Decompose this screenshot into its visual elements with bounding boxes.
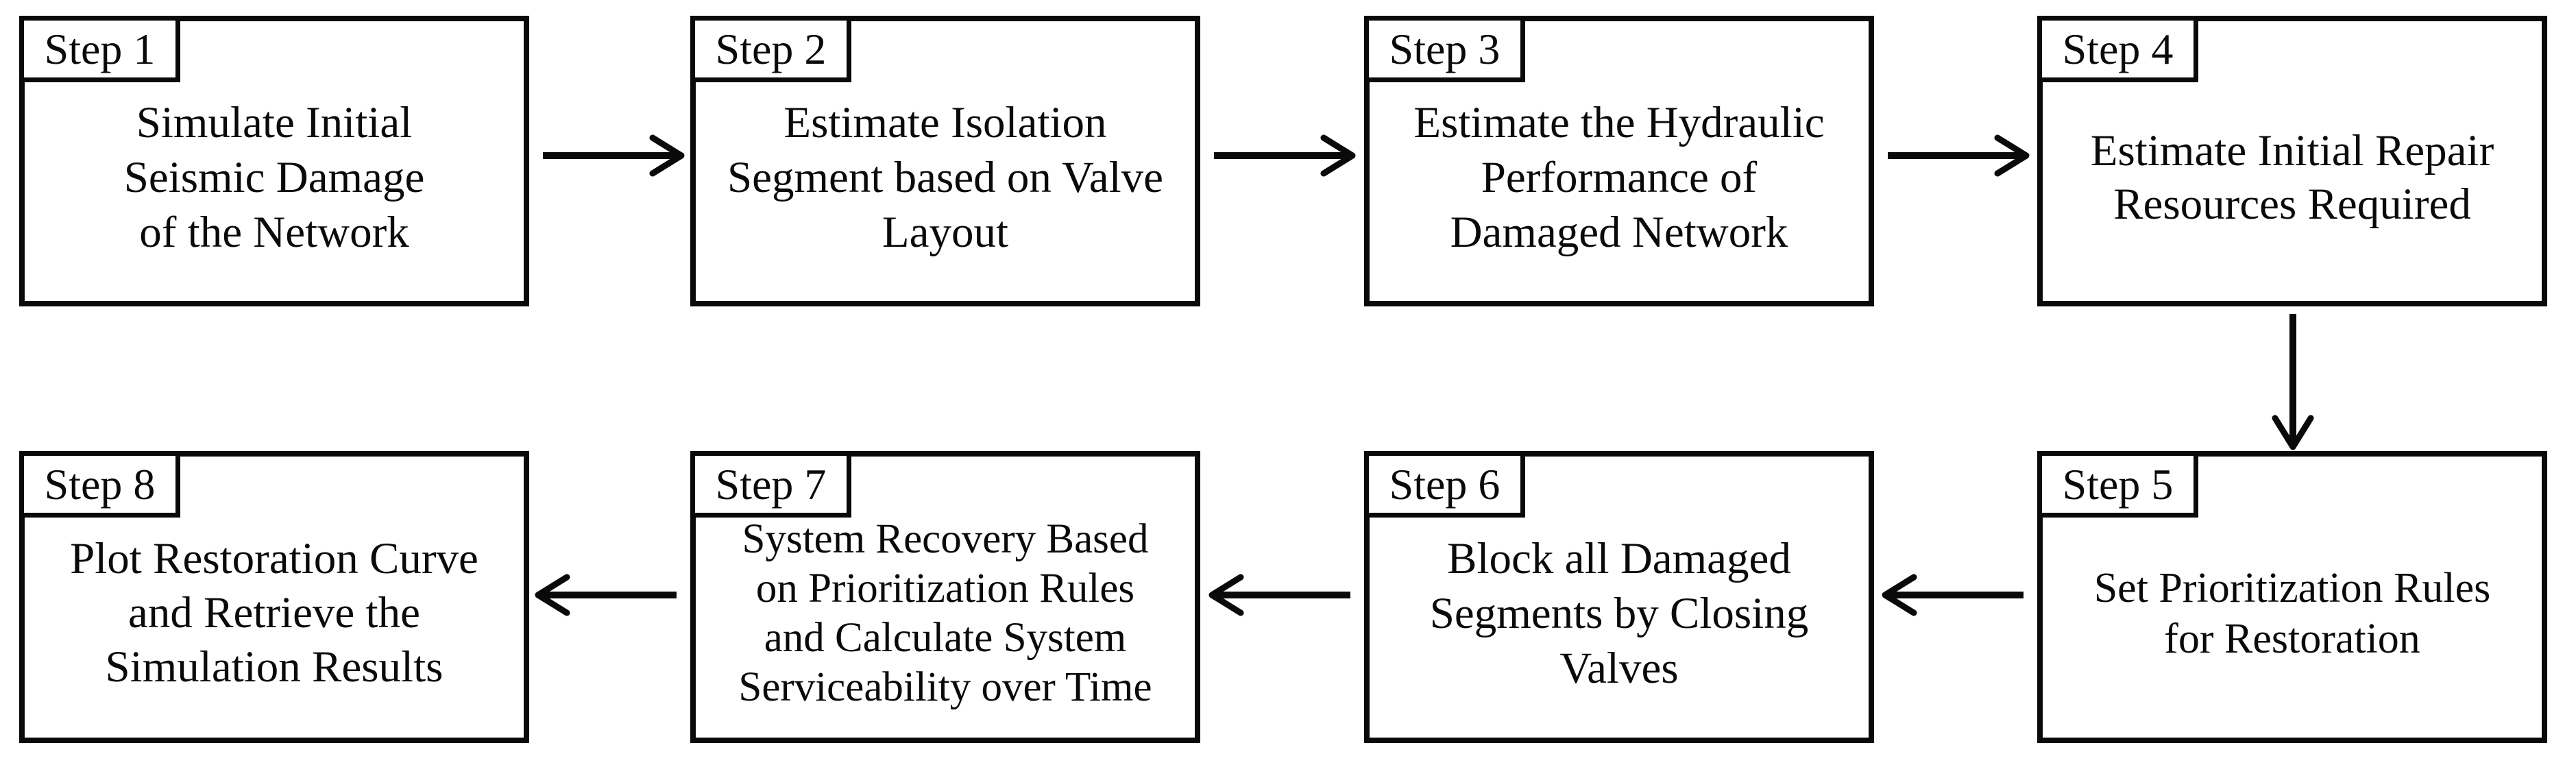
step-4-label: Step 4 [2062, 24, 2174, 73]
step-4-tab: Step 4 [2037, 16, 2198, 82]
step-3-label: Step 3 [1389, 24, 1500, 73]
step-8-label: Step 8 [44, 459, 156, 509]
step-7-tab: Step 7 [690, 451, 851, 518]
step-2-label: Step 2 [715, 24, 827, 73]
step-3-tab: Step 3 [1364, 16, 1525, 82]
step-8-tab: Step 8 [19, 451, 180, 518]
arrow-step3-to-step4 [1888, 134, 2030, 177]
arrow-step2-to-step3 [1214, 134, 1356, 177]
step-6-tab: Step 6 [1364, 451, 1525, 518]
step-7-label: Step 7 [715, 459, 827, 509]
arrow-step7-to-step8 [535, 574, 677, 616]
step-1-tab: Step 1 [19, 16, 180, 82]
arrow-step6-to-step7 [1208, 574, 1350, 616]
step-1-label: Step 1 [44, 24, 156, 73]
arrow-step5-to-step6 [1882, 574, 2024, 616]
arrow-step4-to-step5 [2272, 314, 2314, 450]
step-2-tab: Step 2 [690, 16, 851, 82]
step-5-tab: Step 5 [2037, 451, 2198, 518]
arrow-step1-to-step2 [543, 134, 685, 177]
step-5-label: Step 5 [2062, 459, 2174, 509]
step-6-label: Step 6 [1389, 459, 1500, 509]
